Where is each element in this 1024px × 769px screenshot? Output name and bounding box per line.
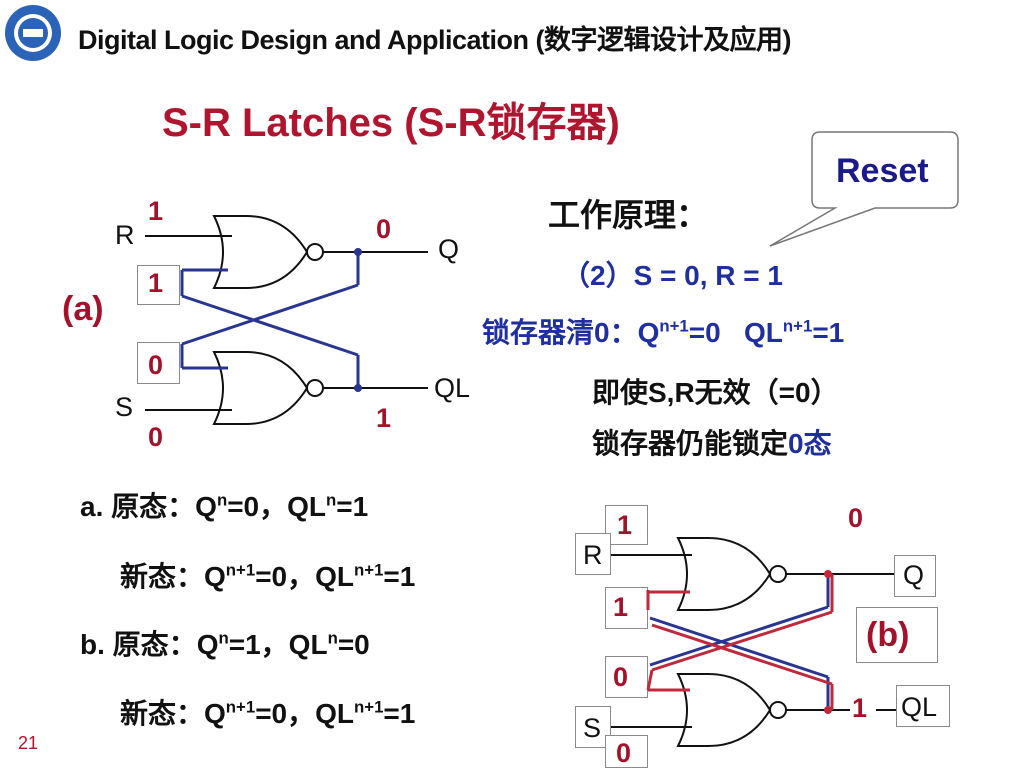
state-b-ql-val: =0 (337, 629, 370, 660)
state-b-new-label: 新态： (120, 698, 205, 729)
figure-b-label: (b) (866, 616, 910, 654)
circuit-b-r-label: R (583, 540, 603, 570)
circuit-b-s-label: S (583, 713, 602, 743)
state-a-ql-val: =1 (336, 491, 369, 522)
circuit-b-ql-label: QL (901, 692, 938, 722)
state-a-original: a. 原态：Qn=0，QLn=1 (80, 485, 368, 525)
state-a-orig-label: 原态： (111, 491, 196, 522)
circuit-b-r-value-outer-box (605, 505, 648, 545)
clear-ql-sup: n+1 (782, 316, 813, 336)
circuit-b-s-input-value: 0 (613, 662, 629, 692)
clear-label: 锁存器清0： (482, 317, 638, 348)
case-label: （2）S = 0, R = 1 (562, 260, 783, 291)
state-a-new: 新态：Qn+1=0，QLn+1=1 (120, 555, 415, 595)
circuit-b-s-value: 0 (616, 738, 632, 768)
principle-heading: 工作原理： (548, 197, 709, 233)
state-a-new-ql-val: =1 (383, 561, 416, 592)
state-b-new-q-sup: n+1 (225, 697, 256, 717)
page-number: 21 (18, 733, 39, 753)
state-b-ql: QL (288, 629, 328, 660)
clear-q-sup: n+1 (659, 316, 689, 336)
circuit-b-q-box (894, 555, 936, 597)
circuit-a-ql-label: QL (434, 373, 471, 403)
state-b-q-val: =1， (228, 629, 289, 660)
state-b-new: 新态：Qn+1=0，QLn+1=1 (120, 692, 415, 732)
figure-a-label: (a) (62, 290, 104, 328)
state-b-new-ql-sup: n+1 (354, 697, 384, 717)
state-b-q: Q (196, 629, 219, 660)
state-b-new-q: Q (204, 698, 226, 729)
note-lock-state-value: 0态 (788, 428, 832, 459)
reset-callout-bubble (769, 131, 959, 247)
note-lock-state: 锁存器仍能锁定0态 (592, 422, 832, 462)
slide-title: S-R Latches (S-R锁存器) (162, 101, 620, 145)
state-b-original: b. 原态：Qn=1，QLn=0 (80, 623, 370, 663)
circuit-b-r-input-value: 1 (613, 592, 629, 622)
university-logo-icon (5, 5, 61, 61)
circuit-b-r-value: 1 (617, 510, 633, 540)
state-a-q: Q (195, 491, 217, 522)
state-b-label: b. (80, 629, 105, 660)
circuit-a-q-label: Q (438, 234, 460, 264)
state-a-label: a. (80, 491, 104, 522)
state-a-ql-sup: n (326, 490, 337, 510)
clear-q: Q (637, 317, 660, 348)
state-a-ql: QL (287, 491, 327, 522)
circuit-a-s-label: S (115, 392, 134, 422)
state-b-ql-sup: n (327, 628, 338, 648)
state-a-new-q: Q (204, 561, 226, 592)
circuit-b-r-label-box (575, 533, 611, 575)
state-b-q-sup: n (218, 628, 229, 648)
state-b-orig-label: 原态： (112, 629, 197, 660)
course-title: Digital Logic Design and Application (数字… (78, 25, 792, 55)
circuit-b-s-value-box (605, 735, 648, 768)
note-lock-text: 锁存器仍能锁定 (592, 428, 789, 459)
state-a-q-val: =0， (227, 491, 288, 522)
circuit-a-r-value-box (137, 265, 180, 305)
clear-q-val: =0 (688, 317, 721, 348)
circuit-a-s-value-box (137, 342, 180, 384)
circuit-a-s-input-value: 0 (148, 350, 164, 380)
note-inputs-inactive: 即使S,R无效（=0） (592, 377, 839, 408)
state-a-new-label: 新态： (120, 561, 205, 592)
state-a-new-q-sup: n+1 (225, 560, 256, 580)
circuit-b-ql-box (896, 685, 950, 727)
circuit-b-r-input-box (605, 587, 648, 629)
circuit-a-ql-value: 1 (376, 403, 392, 433)
circuit-b-q-label: Q (903, 560, 925, 590)
callout-reset-text: Reset (836, 152, 929, 190)
state-b-new-ql-val: =1 (383, 698, 416, 729)
clear-statement: 锁存器清0：Qn+1=0 QLn+1=1 (482, 311, 844, 351)
state-a-new-q-val: =0， (255, 561, 316, 592)
state-b-new-ql: QL (315, 698, 355, 729)
circuit-b-s-input-box (605, 656, 648, 698)
clear-ql-val: =1 (812, 317, 845, 348)
circuit-b-q-value: 0 (848, 503, 864, 533)
state-a-new-ql-sup: n+1 (354, 560, 384, 580)
state-b-new-q-val: =0， (255, 698, 316, 729)
circuit-b-figure-box (856, 607, 938, 663)
circuit-a-s-value: 0 (148, 422, 164, 452)
circuit-a-r-input-value: 1 (148, 268, 164, 298)
circuit-a-r-label: R (115, 220, 135, 250)
circuit-b-ql-value: 1 (852, 693, 868, 723)
circuit-a-q-value: 0 (376, 214, 392, 244)
state-a-new-ql: QL (315, 561, 355, 592)
clear-ql: QL (744, 317, 783, 348)
circuit-a-r-value: 1 (148, 196, 164, 226)
state-a-q-sup: n (216, 490, 228, 510)
